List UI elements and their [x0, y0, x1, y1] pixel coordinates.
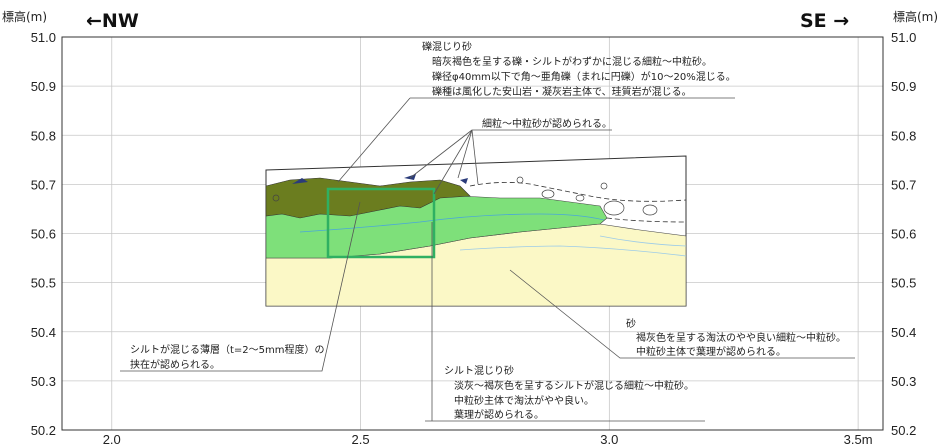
dashed-boundary-lower: [606, 217, 687, 223]
silt-laminae-3: [599, 235, 687, 247]
y-tick-label-left: 50.8: [31, 128, 56, 143]
gravel-sand-line-1: 暗灰褐色を呈する礫・シルトがわずかに混じる細粒～中粒砂。: [432, 55, 712, 68]
y-tick-label-right: 50.6: [891, 227, 916, 242]
silty-sand-line-2: 中粒砂主体で淘汰がやや良い。: [454, 394, 594, 407]
gravel-sand-title: 礫混じり砂: [422, 40, 472, 53]
silt-laminae-2: [459, 245, 687, 257]
right-axis-unit: 標高(m): [893, 9, 938, 24]
y-tick-label-left: 50.7: [31, 177, 56, 192]
pebbles: [272, 176, 658, 216]
x-tick-label: 2.0: [103, 432, 121, 445]
gravel-sand-line-3: 礫種は風化した安山岩・凝灰岩主体で、珪質岩が混じる。: [432, 85, 692, 98]
gravel-sand-line-2: 礫径φ40mm以下で角～亜角礫（まれに円礫）が10～20%混じる。: [432, 70, 736, 83]
silt-layer-annotation: シルトが混じる薄層（t=2～5mm程度）の 挟在が認められる。: [130, 343, 325, 371]
left-axis-unit: 標高(m): [2, 9, 47, 24]
silt-layer-line-2: 挟在が認められる。: [130, 358, 220, 371]
bottom-axis-ticks: 2.0 2.5 3.0 3.5m: [103, 432, 873, 445]
silty-sand-title: シルト混じり砂: [444, 364, 514, 377]
nw-direction-label: ←NW: [86, 10, 139, 32]
leader-lines: [120, 97, 855, 422]
dashed-boundary: [469, 182, 687, 202]
plot-frame: [61, 36, 884, 431]
silt-laminae-1: [299, 213, 605, 233]
silty-sand-line-1: 淡灰～褐灰色を呈するシルトが混じる細粒～中粒砂。: [454, 379, 694, 392]
sand-title: 砂: [626, 317, 636, 330]
y-tick-label-right: 50.7: [891, 177, 916, 192]
y-tick-label-left: 50.2: [31, 423, 56, 438]
y-tick-label-right: 50.9: [891, 79, 916, 94]
sand-line-2: 中粒砂主体で葉理が認められる。: [636, 345, 786, 358]
y-tick-label-left: 50.9: [31, 79, 56, 94]
sand-annotation: 砂 褐灰色を呈する淘汰のやや良い細粒～中粒砂。 中粒砂主体で葉理が認められる。: [626, 317, 846, 358]
y-tick-label-right: 50.8: [891, 128, 916, 143]
y-tick-label-left: 51.0: [31, 30, 56, 45]
x-tick-label: 2.5: [352, 432, 370, 445]
y-tick-label-right: 50.4: [891, 325, 916, 340]
left-axis-ticks: 51.0 50.9 50.8 50.7 50.6 50.5 50.4 50.3 50.2: [31, 30, 56, 438]
right-axis-ticks: 51.0 50.9 50.8 50.7 50.6 50.5 50.4 50.3 50.2: [891, 30, 916, 438]
y-tick-label-right: 51.0: [891, 30, 916, 45]
y-tick-label-left: 50.6: [31, 227, 56, 242]
silt-layer-line-1: シルトが混じる薄層（t=2～5mm程度）の: [130, 343, 325, 356]
y-tick-label-left: 50.5: [31, 276, 56, 291]
y-tick-label-right: 50.2: [891, 423, 916, 438]
se-direction-label: SE →: [800, 10, 849, 32]
silty-sand-annotation: シルト混じり砂 淡灰～褐灰色を呈するシルトが混じる細粒～中粒砂。 中粒砂主体で淘…: [444, 364, 694, 421]
fine-sand-annotation: 細粒～中粒砂が認められる。: [482, 117, 612, 130]
y-tick-label-left: 50.3: [31, 374, 56, 389]
x-tick-label: 3.5m: [844, 432, 873, 445]
y-tick-label-right: 50.5: [891, 276, 916, 291]
sand-line-1: 褐灰色を呈する淘汰のやや良い細粒～中粒砂。: [636, 331, 846, 344]
y-tick-label-left: 50.4: [31, 325, 56, 340]
detail-frame: [326, 187, 436, 259]
x-tick-label: 3.0: [600, 432, 618, 445]
gravel-sand-annotation: 礫混じり砂 暗灰褐色を呈する礫・シルトがわずかに混じる細粒～中粒砂。 礫径φ40…: [422, 40, 736, 98]
trench-section: [265, 155, 687, 307]
silty-sand-line-3: 葉理が認められる。: [454, 408, 544, 421]
y-tick-label-right: 50.3: [891, 374, 916, 389]
